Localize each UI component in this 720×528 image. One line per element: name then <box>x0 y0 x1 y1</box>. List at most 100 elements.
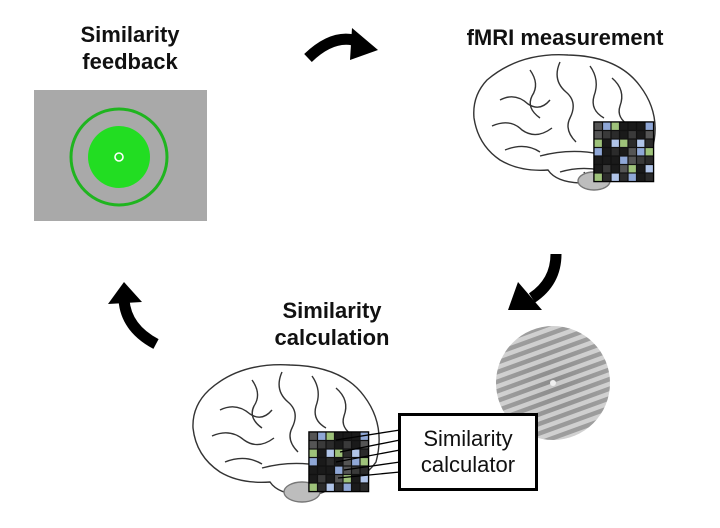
similarity-calculator-box: Similarity calculator <box>398 413 538 491</box>
voxel-cell <box>620 173 628 181</box>
voxel-cell <box>326 441 334 449</box>
feedback-label-line1: Similarity <box>80 22 180 47</box>
voxel-cell <box>318 441 326 449</box>
voxel-cell <box>360 441 368 449</box>
calculator-line2: calculator <box>420 452 516 477</box>
voxel-cell <box>645 122 653 130</box>
gabor-grating-icon <box>496 326 610 440</box>
feedback-disc <box>88 126 150 188</box>
voxel-cell <box>594 173 602 181</box>
fixation-dot <box>114 152 124 162</box>
voxel-cell <box>637 165 645 173</box>
voxel-cell <box>343 441 351 449</box>
voxel-cell <box>637 173 645 181</box>
cycle-arrow-left <box>108 282 159 349</box>
voxel-cell <box>318 449 326 457</box>
feedback-label-line2: feedback <box>82 48 178 74</box>
voxel-cell <box>603 156 611 164</box>
voxel-cell <box>309 483 317 491</box>
voxel-cell <box>343 458 351 466</box>
voxel-cell <box>335 466 343 474</box>
voxel-cell <box>309 449 317 457</box>
voxel-cell <box>594 165 602 173</box>
voxel-cell <box>309 475 317 483</box>
voxel-cell <box>628 131 636 139</box>
voxel-cell <box>318 483 326 491</box>
voxel-cell <box>352 483 360 491</box>
voxel-cell <box>620 165 628 173</box>
voxel-cell <box>645 148 653 156</box>
voxel-cell <box>611 156 619 164</box>
voxel-cell <box>343 466 351 474</box>
voxel-cell <box>326 475 334 483</box>
voxel-cell <box>594 139 602 147</box>
voxel-cell <box>645 156 653 164</box>
voxel-cell <box>594 148 602 156</box>
voxel-cell <box>620 122 628 130</box>
voxel-cell <box>360 475 368 483</box>
voxel-cell <box>628 139 636 147</box>
voxel-cell <box>603 139 611 147</box>
voxel-cell <box>637 156 645 164</box>
voxel-cell <box>318 475 326 483</box>
target-ring <box>69 107 169 207</box>
calc-label-line2: calculation <box>274 324 390 350</box>
voxel-cell <box>352 449 360 457</box>
voxel-cell <box>343 449 351 457</box>
voxel-cell <box>603 165 611 173</box>
voxel-cell <box>360 432 368 440</box>
voxel-cell <box>637 131 645 139</box>
voxel-cell <box>352 475 360 483</box>
voxel-cell <box>335 432 343 440</box>
grid-to-calculator-lines <box>335 429 401 479</box>
voxel-cell <box>352 432 360 440</box>
voxel-cell <box>645 131 653 139</box>
voxel-cell <box>620 148 628 156</box>
voxel-cell <box>645 139 653 147</box>
voxel-cell <box>628 173 636 181</box>
voxel-cell <box>628 165 636 173</box>
voxel-cell <box>343 475 351 483</box>
voxel-cell <box>352 441 360 449</box>
voxel-cell <box>645 165 653 173</box>
voxel-cell <box>318 432 326 440</box>
calculator-line1: Similarity <box>423 425 513 451</box>
voxel-cell <box>611 148 619 156</box>
voxel-cell <box>637 139 645 147</box>
voxel-cell <box>611 139 619 147</box>
voxel-cell <box>326 449 334 457</box>
voxel-cell <box>603 131 611 139</box>
voxel-cell <box>611 131 619 139</box>
voxel-cell <box>628 122 636 130</box>
voxel-cell <box>326 458 334 466</box>
similarity-feedback-label: Similarity feedback <box>40 22 220 76</box>
voxel-cell <box>620 139 628 147</box>
voxel-cell <box>645 173 653 181</box>
fmri-measurement-label: fMRI measurement <box>466 25 664 50</box>
cycle-arrow-right <box>508 253 562 310</box>
voxel-cell <box>594 156 602 164</box>
voxel-cell <box>352 458 360 466</box>
voxel-cell <box>352 466 360 474</box>
voxel-cell <box>637 148 645 156</box>
voxel-cell <box>326 432 334 440</box>
voxel-cell <box>620 156 628 164</box>
voxel-cell <box>603 148 611 156</box>
voxel-cell <box>603 122 611 130</box>
voxel-cell <box>611 122 619 130</box>
cycle-arrow-top <box>304 28 378 63</box>
voxel-cell <box>360 458 368 466</box>
voxel-cell <box>360 483 368 491</box>
voxel-cell <box>309 432 317 440</box>
voxel-cell <box>603 173 611 181</box>
voxel-cell <box>335 449 343 457</box>
voxel-cell <box>628 156 636 164</box>
voxel-cell <box>335 483 343 491</box>
voxel-cell <box>318 466 326 474</box>
voxel-cell <box>594 122 602 130</box>
voxel-cell <box>360 466 368 474</box>
voxel-grid-icon-fmri <box>593 121 655 183</box>
voxel-cell <box>360 449 368 457</box>
calc-label-line1: Similarity <box>282 298 382 323</box>
